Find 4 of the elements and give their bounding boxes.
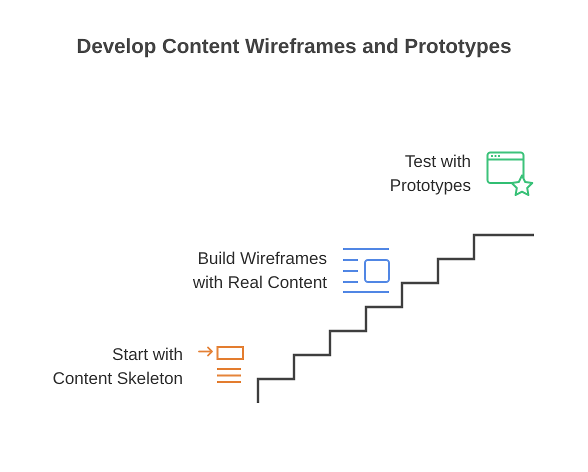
step-label: Test with Prototypes (390, 150, 471, 197)
title: Develop Content Wireframes and Prototypes (76, 34, 512, 60)
step-label: Build Wireframes with Real Content (192, 248, 327, 294)
step-label: Start with Content Skeleton (52, 344, 183, 390)
